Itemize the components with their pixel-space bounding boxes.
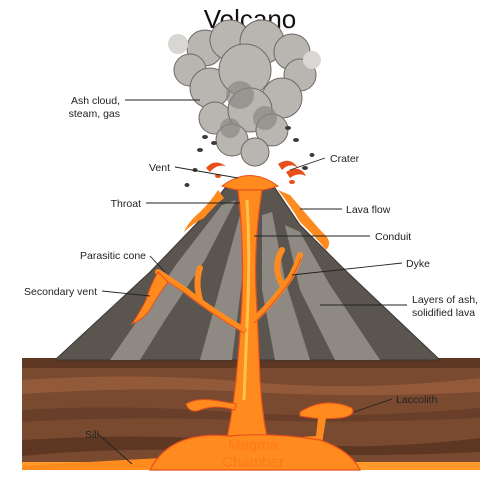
label-layers-line2: solidified lava: [412, 307, 475, 319]
leader-lines: [97, 99, 407, 465]
lava-splashes: [206, 160, 306, 184]
label-magma-line1: Magma: [228, 437, 279, 454]
conduit-highlight: [242, 199, 251, 401]
label-crater: Crater: [330, 153, 360, 165]
label-magma-line2: Chamber: [222, 454, 284, 471]
volcanic-bombs: [184, 126, 315, 187]
smoke-highlight: [168, 34, 321, 69]
ash-cloud-shading: [220, 81, 277, 138]
label-vent: Vent: [149, 162, 170, 174]
label-layers-line1: Layers of ash,: [412, 294, 478, 306]
dykes: [155, 247, 303, 333]
crater-lava: [220, 175, 280, 192]
label-sill: Sill: [85, 429, 99, 441]
label-ash-cloud-line2: steam, gas: [69, 108, 120, 120]
label-throat: Throat: [111, 198, 141, 210]
label-dyke: Dyke: [406, 258, 430, 270]
magma-chamber: [149, 434, 361, 471]
label-laccolith: Laccolith: [396, 394, 438, 406]
secondary-vent-lava: [130, 271, 169, 326]
label-secondary-vent: Secondary vent: [24, 286, 97, 298]
lava-flow-overlay: [184, 190, 330, 250]
label-conduit: Conduit: [375, 231, 411, 243]
label-lava-flow: Lava flow: [346, 204, 391, 216]
label-parasitic-cone: Parasitic cone: [80, 250, 146, 262]
label-ash-cloud-line1: Ash cloud,: [71, 95, 120, 107]
sill-branch: [185, 399, 237, 412]
